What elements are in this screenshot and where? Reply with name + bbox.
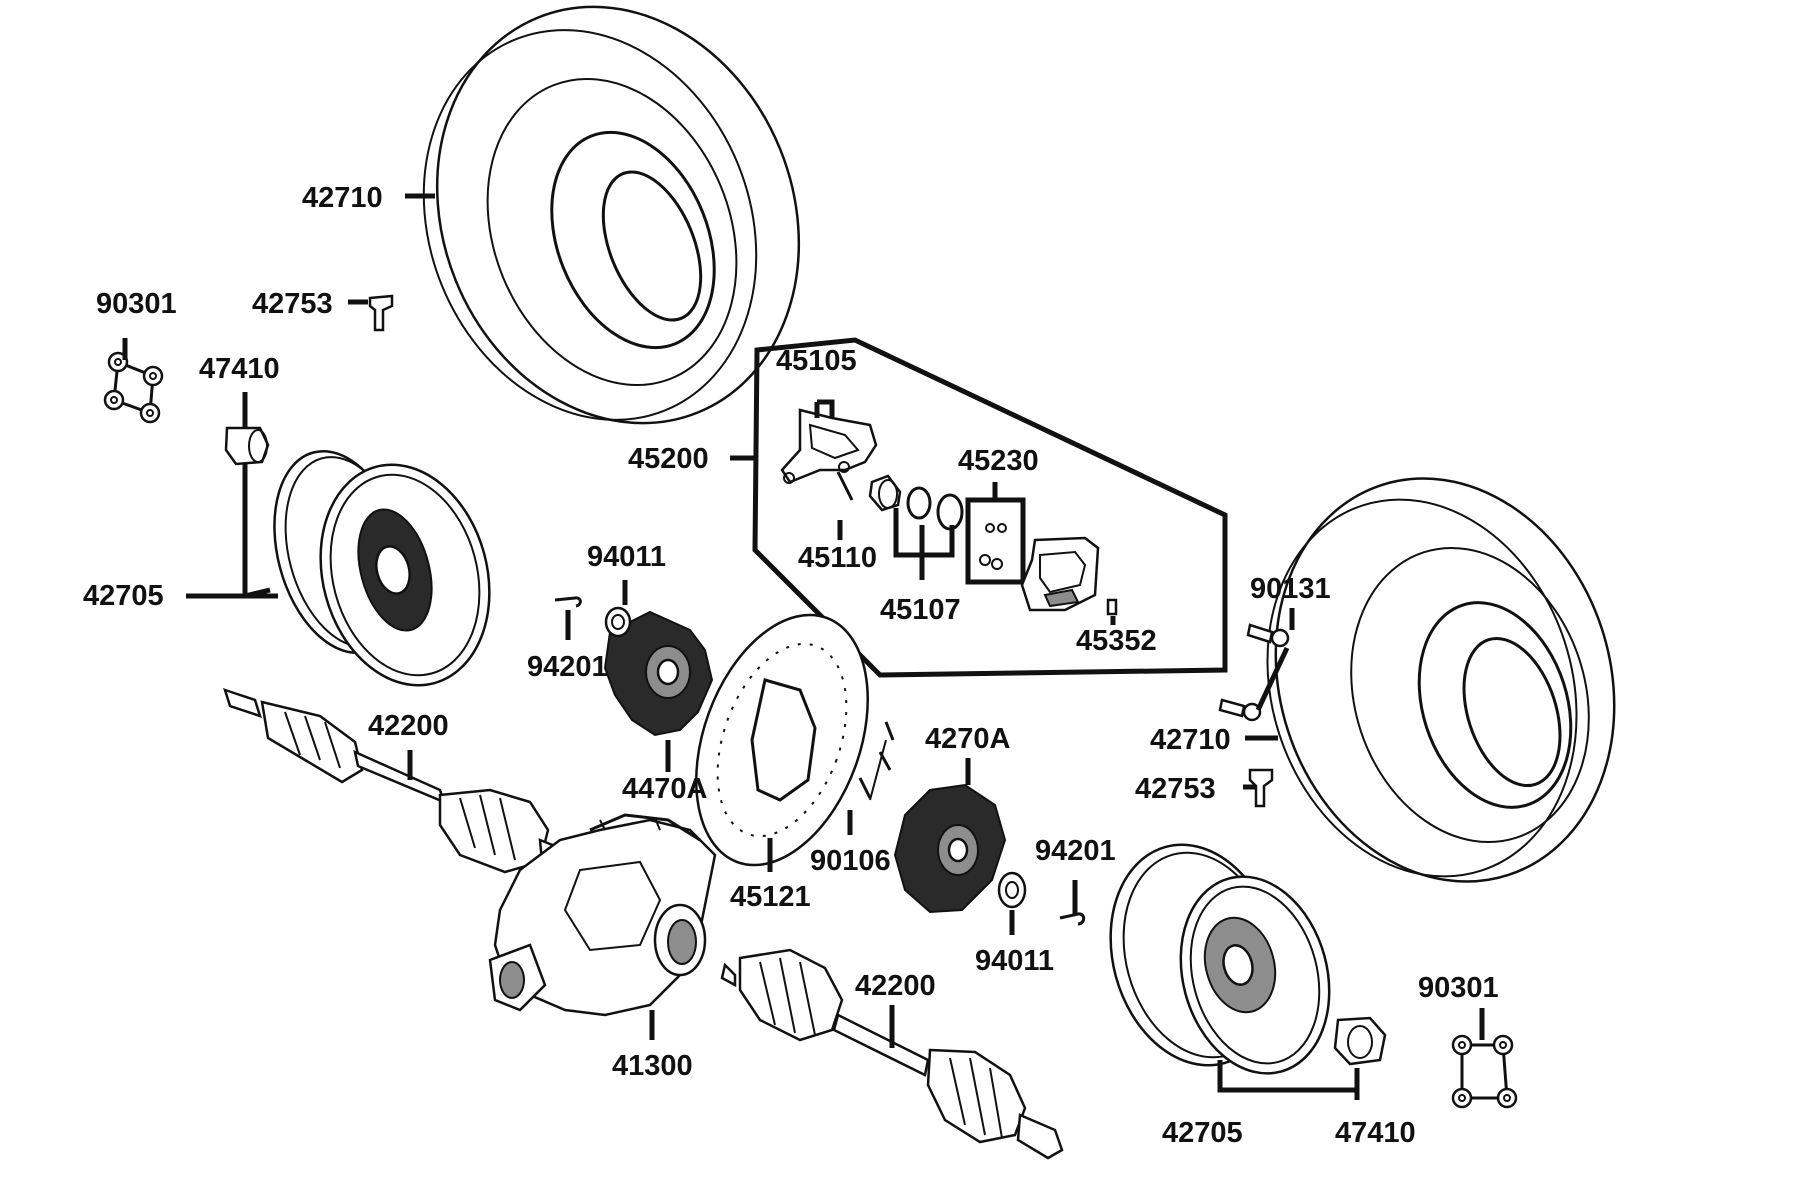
drive-shaft-upper [223,688,567,874]
label-94201-left: 94201 [527,651,608,683]
axle-nut-left [604,606,632,638]
cotter-pin-right [1059,912,1086,926]
caliper-body [1020,536,1100,612]
hub-cap-lower [1333,1016,1387,1066]
label-42705-upper: 42705 [83,580,164,612]
label-41300: 41300 [612,1050,693,1082]
cotter-pin-left [554,596,582,608]
label-45200: 45200 [628,443,709,475]
rim-upper [273,449,491,687]
label-42200-lower: 42200 [855,970,936,1002]
label-42710-upper: 42710 [302,182,383,214]
part-number-labels: 42710 42753 90301 47410 42705 45200 4510… [83,182,1499,1149]
hub-cap-upper [224,426,270,466]
caliper-piston [868,474,964,531]
label-47410-upper: 47410 [199,353,280,385]
caliper-assembly-box [752,337,1228,678]
tire-upper [422,5,801,425]
label-45230: 45230 [958,445,1039,477]
rim-lower [1109,843,1331,1075]
label-94011-right: 94011 [975,945,1054,977]
label-94011-left: 94011 [587,541,666,573]
label-42753-lower: 42753 [1135,773,1216,805]
label-47410-lower: 47410 [1335,1117,1416,1149]
label-42753-upper: 42753 [252,288,333,320]
label-42710-lower: 42710 [1150,724,1231,756]
label-90131: 90131 [1250,573,1331,605]
label-4470A: 4470A [622,773,708,805]
nut-set-lower [1451,1034,1518,1109]
axle-nut-right [997,871,1027,909]
label-4270A: 4270A [925,723,1011,755]
label-42705-lower: 42705 [1162,1117,1243,1149]
label-45105: 45105 [776,345,857,377]
brake-disc [695,613,869,867]
label-45110: 45110 [798,542,877,574]
tire-lower [1266,477,1616,883]
bleeder-screw [1106,598,1118,616]
drive-shaft-lower [720,948,1064,1160]
leader-lines [122,193,1485,1100]
bolts-right [1218,623,1290,722]
label-90301-upper: 90301 [96,288,177,320]
label-45352: 45352 [1076,625,1157,657]
label-45121: 45121 [730,881,811,913]
label-90106: 90106 [810,845,891,877]
disc-bolts [858,721,895,801]
caliper-bracket [780,408,878,501]
hub-right [893,783,1007,914]
label-42200-upper: 42200 [368,710,449,742]
brake-pad-set [965,497,1026,585]
nut-set-upper [103,351,164,424]
valve-stem-lower [1248,768,1274,808]
label-94201-right: 94201 [1035,835,1116,867]
hub-left [603,610,714,737]
label-90301-lower: 90301 [1418,972,1499,1004]
valve-stem-upper [368,294,394,332]
label-45107: 45107 [880,594,961,626]
final-drive [488,813,717,1017]
